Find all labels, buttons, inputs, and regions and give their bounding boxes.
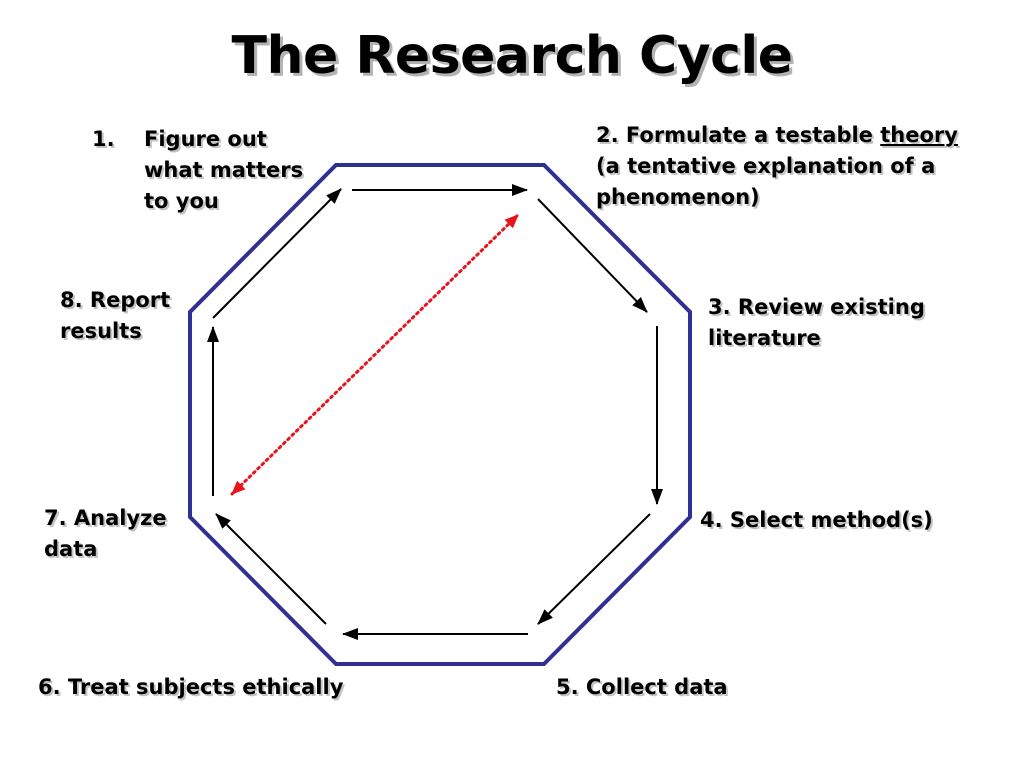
step-3-line-2: literature bbox=[708, 326, 821, 350]
cycle-arrow-2-to-3 bbox=[537, 198, 648, 313]
step-1-line-2: what matters bbox=[144, 158, 304, 182]
step-6-label: 6. Treat subjects ethically bbox=[38, 675, 344, 699]
step-1-line-1: Figure out bbox=[144, 127, 267, 151]
step-3-line-1: 3. Review existing bbox=[708, 295, 925, 319]
step-2-label: 2. Formulate a testable theory (a tentat… bbox=[596, 120, 958, 213]
cycle-arrow-4-to-5 bbox=[537, 513, 651, 625]
cycle-arrow-6-to-7 bbox=[215, 513, 327, 625]
step-8-line-2: results bbox=[60, 319, 142, 343]
page-title: The Research Cycle bbox=[231, 26, 793, 86]
step-1-line-3: to you bbox=[144, 189, 219, 213]
step-8-line-1: 8. Report bbox=[60, 288, 171, 312]
step-1-number: 1. bbox=[92, 127, 115, 151]
step-7-label: 7. Analyze data bbox=[44, 503, 167, 565]
step-2-line-3: phenomenon) bbox=[596, 185, 760, 209]
step-7-line-2: data bbox=[44, 537, 98, 561]
octagon-outline bbox=[188, 163, 692, 666]
step-5-label: 5. Collect data bbox=[556, 675, 728, 699]
step-7-line-1: 7. Analyze bbox=[44, 506, 167, 530]
step-2-prefix: 2. Formulate a testable bbox=[596, 123, 881, 147]
step-2-line-2: (a tentative explanation of a bbox=[596, 154, 936, 178]
dotted-link-arrow bbox=[230, 213, 520, 496]
step-2-term: theory bbox=[880, 123, 958, 147]
step-4-label: 4. Select method(s) bbox=[700, 508, 933, 532]
step-8-label: 8. Report results bbox=[60, 285, 170, 347]
step-3-label: 3. Review existing literature bbox=[708, 292, 925, 354]
